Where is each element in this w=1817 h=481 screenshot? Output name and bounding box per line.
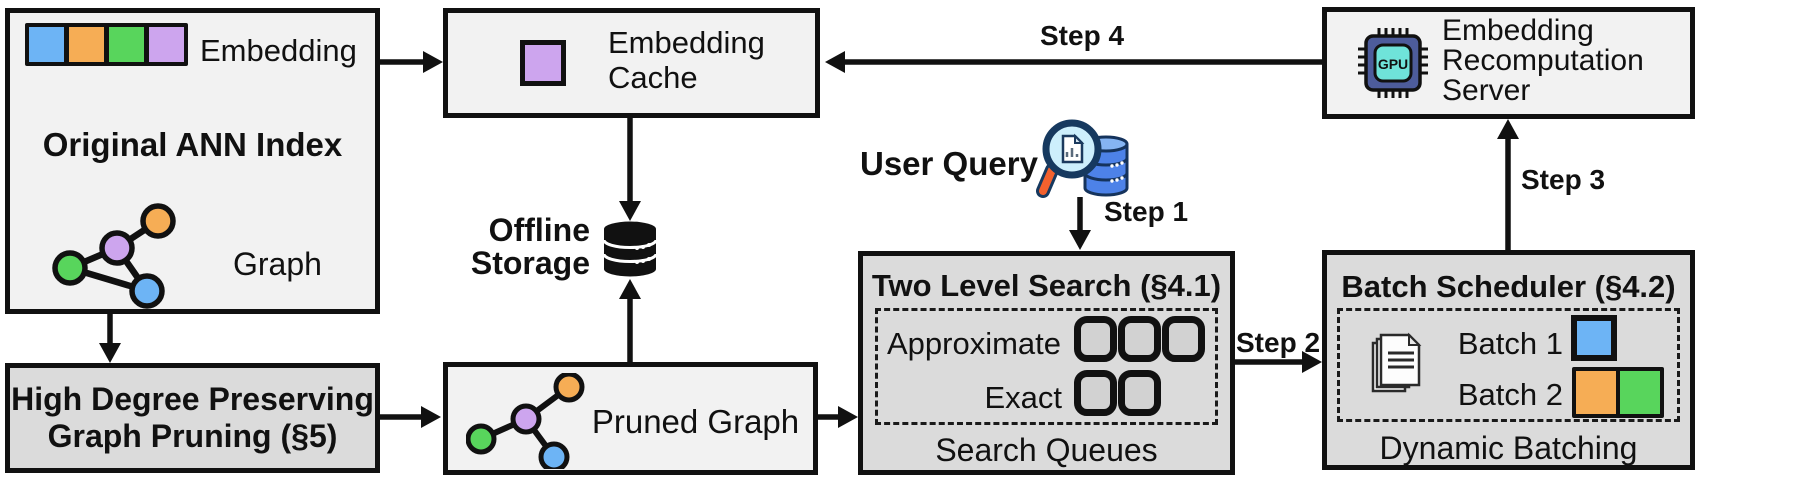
queue-slot-approximate-1 <box>1074 316 1117 362</box>
arrow-step4 <box>825 51 1322 73</box>
arrow-cache-to-storage <box>619 118 641 221</box>
arrow-ann-to-pruning <box>99 314 121 363</box>
gpu-icon-label: GPU <box>1378 56 1408 72</box>
two-level-search-box: Two Level Search (§4.1) Approximate Exac… <box>858 251 1235 475</box>
offline-storage-line1: Offline <box>488 212 590 248</box>
graph-label: Graph <box>233 246 322 282</box>
embedding-cell-purple <box>149 27 184 62</box>
approximate-label: Approximate <box>887 326 1062 361</box>
database-icon <box>602 221 658 277</box>
batch2-squares-icon <box>1572 367 1664 418</box>
embedding-cell-blue <box>29 27 64 62</box>
batch2-cell-orange <box>1576 371 1616 414</box>
queue-slot-exact-2 <box>1118 370 1161 416</box>
documents-icon <box>1371 332 1422 393</box>
batch2-cell-green <box>1620 371 1660 414</box>
batch-scheduler-box: Batch Scheduler (§4.2) Batch 1 Batch 2 D… <box>1322 250 1695 470</box>
recomputation-line2: Recomputation <box>1442 44 1644 77</box>
magnifier-icon <box>1036 119 1102 198</box>
embedding-cache-line2: Cache <box>608 60 698 95</box>
batch-scheduler-title: Batch Scheduler (§4.2) <box>1341 269 1676 304</box>
exact-label: Exact <box>984 380 1062 415</box>
embedding-cache-title: Embedding Cache <box>608 25 765 95</box>
ann-index-title: Original ANN Index <box>42 126 343 163</box>
graph-pruning-box: High Degree Preserving Graph Pruning (§5… <box>5 363 380 473</box>
graph-pruning-title: High Degree Preserving Graph Pruning (§5… <box>10 381 375 455</box>
original-ann-index-box: Embedding Original ANN Index Graph <box>5 8 380 314</box>
embedding-strip-icon <box>25 23 188 66</box>
offline-storage-label: Offline Storage <box>455 214 590 280</box>
arrow-pruned-to-storage <box>619 279 641 362</box>
recomputation-line1: Embedding <box>1442 14 1594 47</box>
dynamic-batching-caption: Dynamic Batching <box>1379 430 1638 466</box>
graph-pruning-line1: High Degree Preserving <box>11 381 374 417</box>
step2-label: Step 2 <box>1236 327 1321 358</box>
recomputation-server-title: Embedding Recomputation Server <box>1442 16 1644 106</box>
arrow-pruned-to-search <box>818 406 858 428</box>
step4-label: Step 4 <box>1040 20 1125 51</box>
queue-slot-exact-1 <box>1074 370 1117 416</box>
user-query-label: User Query <box>860 145 1038 182</box>
step3-label: Step 3 <box>1521 164 1606 195</box>
user-query-icon <box>1036 119 1129 198</box>
dynamic-batching-dashed-panel <box>1337 308 1680 422</box>
batch1-label: Batch 1 <box>1457 326 1563 361</box>
batch1-square-icon <box>1571 315 1617 361</box>
embedding-label: Embedding <box>200 33 357 68</box>
recomputation-line3: Server <box>1442 74 1531 107</box>
arrow-ann-to-cache <box>380 51 443 73</box>
pruned-graph-label: Pruned Graph <box>591 403 800 440</box>
embedding-cache-line1: Embedding <box>608 25 765 60</box>
arrow-step3 <box>1497 119 1519 250</box>
embedding-cell-orange <box>69 27 104 62</box>
pruned-graph-box: Pruned Graph <box>443 362 818 475</box>
embedding-cache-box: Embedding Cache <box>443 8 820 118</box>
cached-embedding-square-icon <box>520 40 566 86</box>
step1-label: Step 1 <box>1104 196 1189 227</box>
graph-pruning-line2: Graph Pruning (§5) <box>47 418 338 454</box>
search-queues-dashed-panel <box>875 308 1218 425</box>
gpu-icon: GPU <box>1358 28 1428 98</box>
arrow-step1 <box>1069 197 1091 250</box>
search-queues-caption: Search Queues <box>935 432 1158 468</box>
two-level-search-title: Two Level Search (§4.1) <box>871 268 1222 303</box>
pruned-graph-icon <box>466 373 585 469</box>
offline-storage-line2: Storage <box>470 245 590 281</box>
embedding-cell-green <box>109 27 144 62</box>
arrow-pruning-to-pruned <box>380 406 441 428</box>
graph-icon <box>52 203 176 309</box>
queue-slot-approximate-3 <box>1162 316 1205 362</box>
recomputation-server-box: GPU Embedding Recomputation Server <box>1322 7 1695 119</box>
queue-slot-approximate-2 <box>1118 316 1161 362</box>
batch2-label: Batch 2 <box>1457 377 1563 412</box>
